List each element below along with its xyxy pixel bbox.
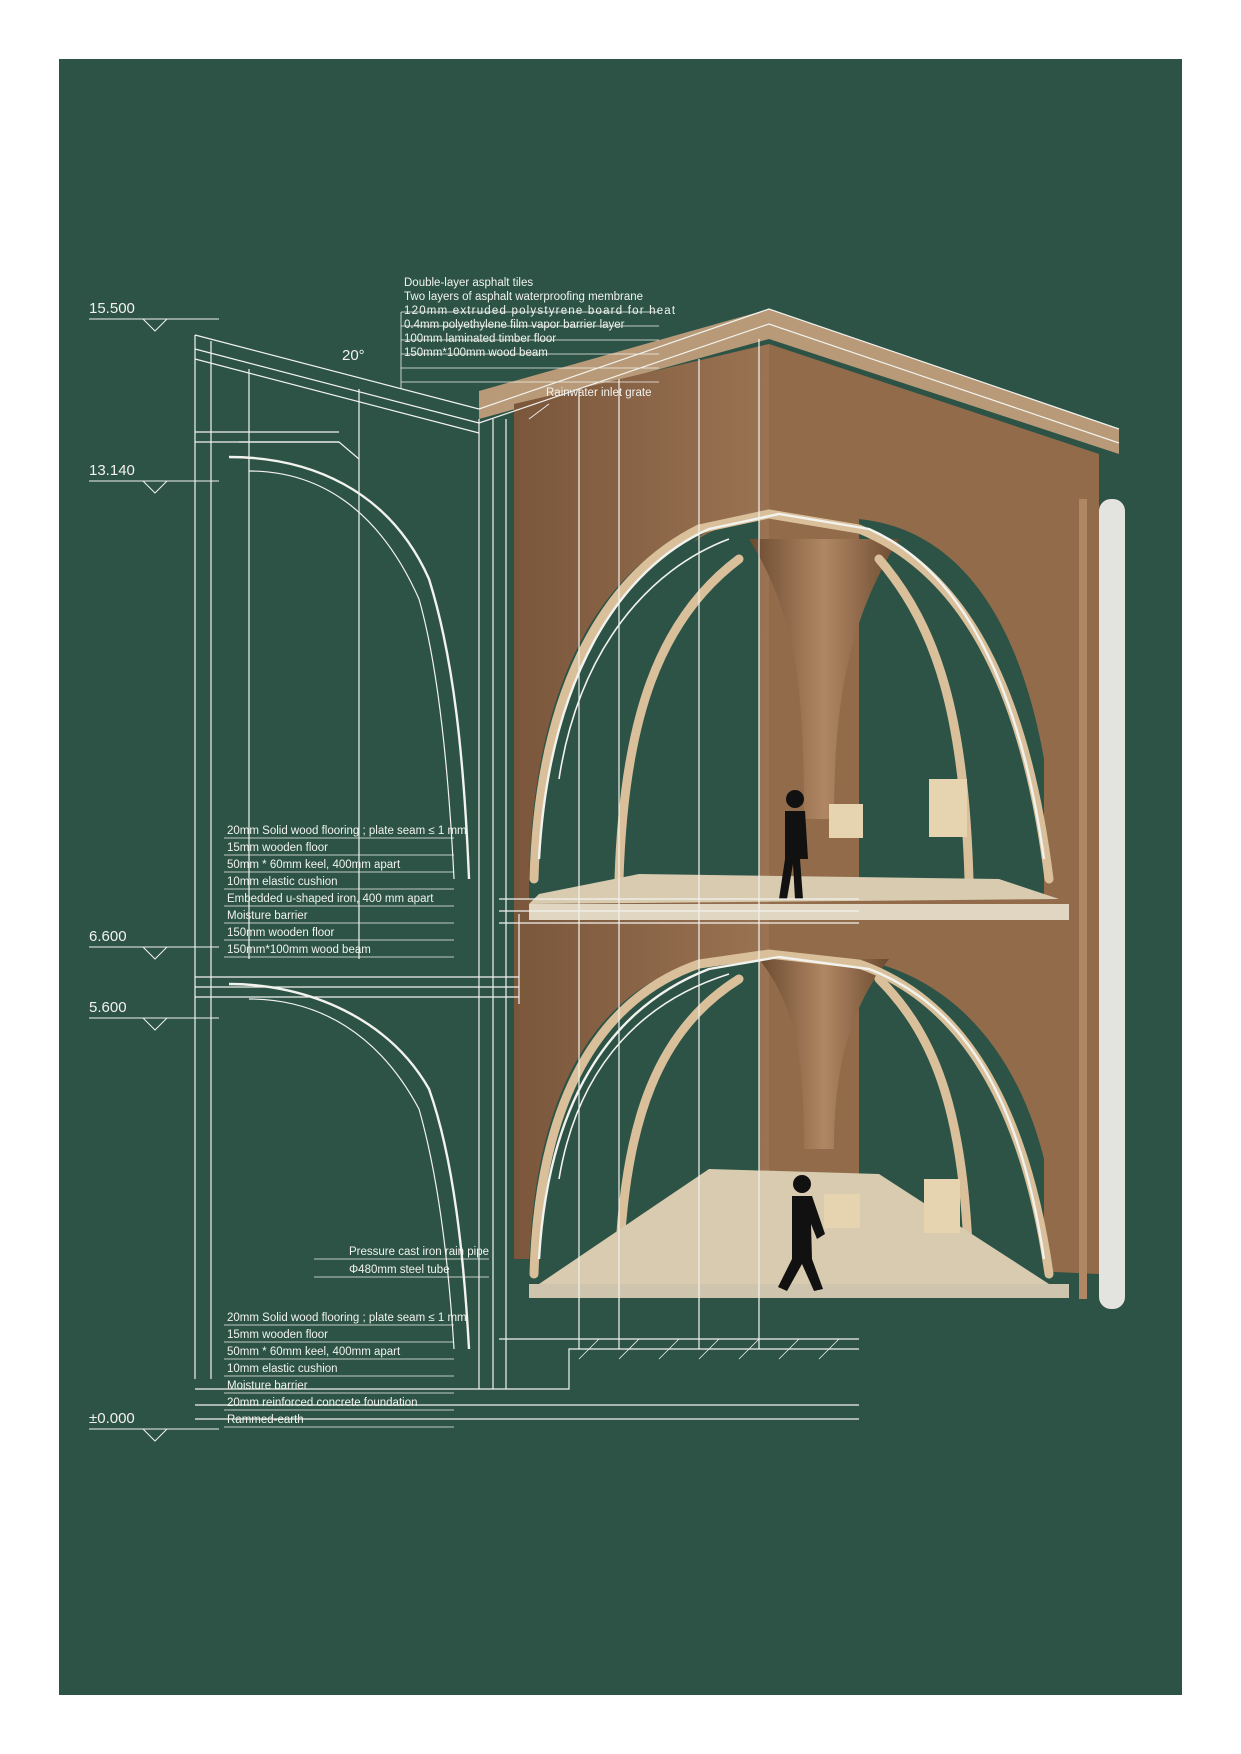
roof-layer-label: 100mm laminated timber floor xyxy=(404,333,557,345)
level-label: 5.600 xyxy=(89,999,127,1016)
roof-layer-label: 150mm*100mm wood beam xyxy=(404,347,548,359)
level-label: 6.600 xyxy=(89,928,127,945)
roof-layer-label: Double-layer asphalt tiles xyxy=(404,277,534,289)
section-linework xyxy=(194,308,1120,1420)
roof-leaders xyxy=(400,311,659,420)
person-silhouette-lower xyxy=(778,1175,825,1291)
ground-floor-layer-label: 10mm elastic cushion xyxy=(227,1363,338,1375)
level-label: 15.500 xyxy=(89,300,135,317)
person-silhouette-upper xyxy=(779,790,808,899)
roof-angle: 20° xyxy=(342,347,365,364)
rain-grate-label: Rainwater inlet grate xyxy=(546,387,652,399)
upper-floor-layer-label: Embedded u-shaped iron, 400 mm apart xyxy=(227,893,434,905)
ground-floor-layer-label: 15mm wooden floor xyxy=(227,1329,328,1341)
level-label: 13.140 xyxy=(89,462,135,479)
ground-floor-layer-label: 20mm Solid wood flooring ; plate seam ≤ … xyxy=(227,1312,467,1324)
upper-floor-layer-label: Moisture barrier xyxy=(227,910,308,922)
ground-floor-leaders xyxy=(224,1258,489,1428)
upper-floor-layer-label: 50mm * 60mm keel, 400mm apart xyxy=(227,859,401,871)
drawing-sheet: 15.500 13.140 6.600 5.600 ±0.000 20° Dou… xyxy=(59,59,1182,1695)
upper-floor-layer-label: 150mm wooden floor xyxy=(227,927,335,939)
section-drawing xyxy=(89,308,1125,1442)
upper-floor-layer-label: 10mm elastic cushion xyxy=(227,876,338,888)
pipe-label: Pressure cast iron rain pipe xyxy=(349,1246,489,1258)
roof-layer-label: 120mm extruded polystyrene board for hea… xyxy=(404,305,677,317)
upper-floor-layer-label: 15mm wooden floor xyxy=(227,842,328,854)
level-markers xyxy=(89,318,219,1442)
roof-layer-label: Two layers of asphalt waterproofing memb… xyxy=(404,291,644,303)
roof-layer-label: 0.4mm polyethylene film vapor barrier la… xyxy=(404,319,625,331)
model-photo xyxy=(479,309,1125,1309)
upper-floor-layer-label: 20mm Solid wood flooring ; plate seam ≤ … xyxy=(227,825,467,837)
ground-floor-layer-label: 50mm * 60mm keel, 400mm apart xyxy=(227,1346,401,1358)
level-label: ±0.000 xyxy=(89,1410,135,1427)
ground-floor-layer-label: Moisture barrier xyxy=(227,1380,308,1392)
ground-floor-layer-label: 20mm reinforced concrete foundation xyxy=(227,1397,418,1409)
upper-floor-leaders xyxy=(224,837,454,958)
pipe-label: Φ480mm steel tube xyxy=(349,1264,450,1276)
ground-floor-layer-label: Rammed-earth xyxy=(227,1414,304,1426)
upper-floor-layer-label: 150mm*100mm wood beam xyxy=(227,944,371,956)
